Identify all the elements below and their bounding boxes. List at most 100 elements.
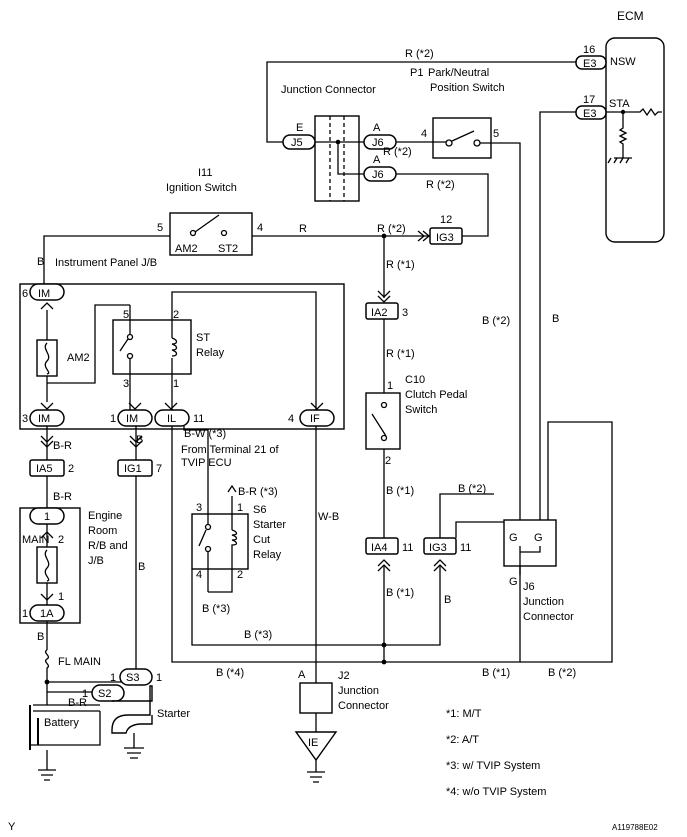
note-3: *3: w/ TVIP System [446,760,540,772]
j6-code: J6 [523,581,535,593]
st-relay-pin-2: 2 [173,309,179,321]
jc-top-label: Junction Connector [281,84,376,96]
wire-label-b1-b: B (*1) [386,587,414,599]
ign-name: Ignition Switch [166,182,237,194]
fl-main-label: FL MAIN [58,656,101,668]
jc-j6-b: J6 [372,169,384,181]
note-2: *2: A/T [446,734,479,746]
wire-label-b-fl: B [37,631,44,643]
starter-s2: S2 [98,688,111,700]
j6-g2: G [534,532,543,544]
clutch-code: C10 [405,374,425,386]
wire-label-r2-jc2: R (*2) [426,179,455,191]
wire-label-b1-c: B (*1) [482,667,510,679]
s6-name3: Relay [253,549,282,561]
ipjb-im-top: IM [38,288,50,300]
erjb-pin-1a: 1 [22,608,28,620]
ipjb-pin-6: 6 [22,288,28,300]
footnotes: *1: M/T *2: A/T *3: w/ TVIP System *4: w… [446,708,546,798]
footer-left: Y [8,821,16,833]
conn-ia5-pin: 2 [68,463,74,475]
s6-pin-4: 4 [196,569,202,581]
wire-label-wb: W-B [318,511,339,523]
tvip-l2: TVIP ECU [181,457,232,469]
wire-label-r1-a: R (*1) [386,259,415,271]
ipjb-if: IF [310,413,320,425]
engine-room-rb-jb: 1 MAIN 2 1 1 1A Engine Room R/B and J/B [19,507,128,624]
erjb-l1: Engine [88,510,122,522]
ecm-sta-label: STA [609,98,630,110]
ecm-pin-17: 17 [583,94,595,106]
ipjb-pin-3: 3 [22,413,28,425]
s6-code: S6 [253,504,266,516]
erjb-1a: 1A [40,608,54,620]
battery-label: Battery [44,717,79,729]
ecm-conn-e3-a: E3 [583,58,596,70]
ignition-switch: I11 Ignition Switch AM2 ST2 5 4 [157,167,263,256]
st-relay-pin-3: 3 [123,378,129,390]
ipjb-pin-4: 4 [288,413,294,425]
j6-g3: G [509,576,518,588]
battery: Battery [29,704,100,781]
ipjb-am2: AM2 [67,352,90,364]
st-relay-name1: ST [196,332,210,344]
wire-label-b3-b: B (*3) [202,603,230,615]
conn-ig3-bottom: IG3 [429,542,447,554]
conn-ia4-pin: 11 [402,542,413,554]
wire-label-br-a: B-R [53,440,72,452]
conn-ia5: IA5 [36,463,53,475]
jc-pin-a1: A [373,122,381,134]
ign-code: I11 [198,167,212,179]
jc-pin-e: E [296,122,303,134]
wire-label-r-ign: R [299,223,307,235]
wire-label-b-ig1: B [136,434,143,446]
ipjb-im-3: IM [38,413,50,425]
clutch-pedal-switch: 1 2 C10 Clutch Pedal Switch [365,374,467,467]
starter: S3 1 1 S2 1 Starter [82,668,190,759]
ipjb-im-1: IM [126,413,138,425]
junction-connector-j6: G G G J6 Junction Connector [503,519,574,623]
wire-label-br3: B-R (*3) [238,486,278,498]
j6-g1: G [509,532,518,544]
ign-st2: ST2 [218,243,238,255]
ecm-box [605,37,665,243]
starter-pin-1c: 1 [82,688,88,700]
ecm-title: ECM [617,9,644,23]
ign-am2: AM2 [175,243,198,255]
ipjb-pin-1: 1 [110,413,116,425]
wire-label-r1-b: R (*1) [386,348,415,360]
tvip-l1: From Terminal 21 of [181,444,280,456]
j6-name1: Junction [523,596,564,608]
s6-pin-2: 2 [237,569,243,581]
wire-label-b4: B (*4) [216,667,244,679]
conn-ia2-pin: 3 [402,307,408,319]
pnp-pin-5: 5 [493,128,499,140]
starter-pin-1a: 1 [110,672,116,684]
starter-label: Starter [157,708,190,720]
pnp-pin-4: 4 [421,128,427,140]
j2-code: J2 [338,670,350,682]
ecm-nsw-label: NSW [610,56,636,68]
wire-label-b2-a: B (*2) [458,483,486,495]
conn-ig3b-pin: 11 [460,542,471,554]
conn-ia2: IA2 [371,307,388,319]
ign-pin-5: 5 [157,222,163,234]
starter-cut-relay: 3 1 4 2 B-R (*3) S6 Starter Cut Relay [191,484,286,581]
wire-label-b3-a: B (*3) [244,629,272,641]
pnp-switch: P1 Park/Neutral Position Switch 4 5 [410,67,505,159]
j2-name2: Connector [338,700,389,712]
st-relay-pin-5: 5 [123,309,129,321]
wire-label-bw3: B-W (*3) [184,428,226,440]
wire-label-b2-b: B (*2) [482,315,510,327]
conn-ig3-pin: 12 [440,214,452,226]
conn-ig1-pin: 7 [156,463,162,475]
footer-right: A119788E02 [612,823,658,832]
wire-label-b-s3: B [138,561,145,573]
note-4: *4: w/o TVIP System [446,786,546,798]
clutch-name1: Clutch Pedal [405,389,467,401]
conn-ig1: IG1 [124,463,142,475]
wire-label-br-b: B-R [53,491,72,503]
clutch-name2: Switch [405,404,437,416]
erjb-pin-top: 1 [44,511,50,523]
